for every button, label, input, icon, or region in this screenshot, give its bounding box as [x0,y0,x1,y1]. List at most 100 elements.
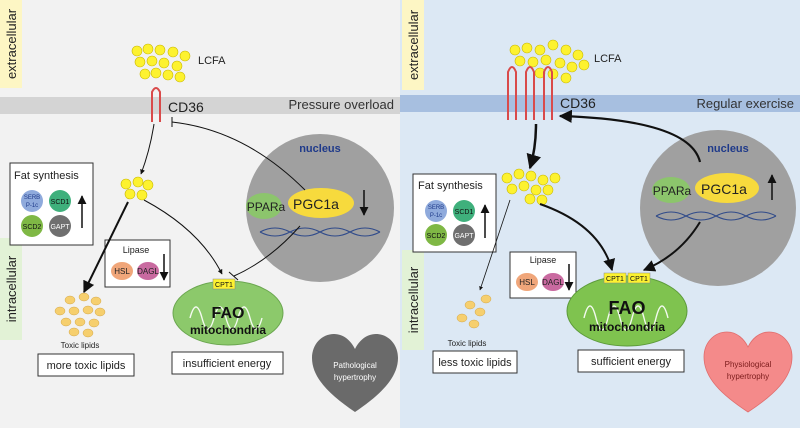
right-condition-label: Regular exercise [696,96,794,111]
left-scd1-circle [49,190,71,212]
left-toxic-lipids-cluster [54,292,106,338]
right-panel: extracellular intracellular LCFA CD36 Re… [400,0,800,428]
right-fao-label: FAO [608,298,645,318]
right-dagl-shape [542,273,564,291]
left-panel: extracellular intracellular LCFA CD36 Pr… [0,0,400,428]
left-nucleus-inhibits-cpt1 [233,225,301,277]
left-energy-box [171,351,284,375]
left-hsl-label: HSL [114,267,130,276]
left-scd1-label: SCD1 [51,199,70,206]
left-pgc1a-inhibits-cd36 [171,121,306,191]
left-dagl-label: DAGL [137,267,159,276]
right-scd1-circle [453,200,475,222]
left-intracellular-label-box [0,238,22,340]
left-serb-label-1: SERB [24,195,40,201]
left-more-toxic-label: more toxic lipids [47,360,126,372]
left-serb-circle [21,190,43,212]
right-extracellular-label-box [402,0,424,90]
left-lcfa-label: LCFA [198,55,226,67]
right-cpt1-box-a [603,272,627,284]
left-fat-synthesis-label: Fat synthesis [14,170,79,182]
right-nucleus-label: nucleus [707,143,749,155]
left-cpt1-inhibition-bar [228,271,239,281]
left-mito-cristae-icon [189,306,263,330]
right-lipase-label: Lipase [530,255,557,265]
right-energy-box [577,349,685,373]
left-intracellular-label: intracellular [4,255,19,322]
right-dna-icon [655,211,777,221]
right-serb-label-2: P-1c [430,213,442,219]
right-gapt-label: GAPT [454,233,474,240]
left-fao-label: FAO [212,305,245,322]
left-cpt1-box [212,278,236,290]
left-scd2-circle [21,215,43,237]
right-cd36-to-lipids-arrow [526,123,542,170]
left-cd36-icon [151,87,161,122]
left-ppara-label: PPARa [247,200,286,214]
left-membrane [0,97,400,114]
left-lipase-label: Lipase [123,245,150,255]
left-cd36-to-lipids-arrow [140,123,155,175]
right-scd2-circle [425,224,447,246]
right-cd36-icon [507,66,553,120]
right-mito-cristae-icon [583,305,669,331]
right-gapt-circle [453,224,475,246]
right-nucleus-to-cpt1-arrow [642,221,701,272]
left-toxic-lipids-label: Toxic lipids [61,341,100,350]
left-ppara-shape [246,193,282,219]
left-nucleus-label: nucleus [299,143,341,155]
right-heart-icon [703,331,793,413]
right-intracellular-label-box [402,250,424,350]
right-pgc1a-shape [695,173,759,203]
left-serb-label-2: P-1c [26,203,38,209]
left-extracellular-label: extracellular [4,8,19,79]
right-mito-label: mitochondria [589,320,665,334]
right-ppara-label: PPARa [653,184,692,198]
right-fat-synthesis-label: Fat synthesis [418,180,483,192]
left-heart-icon [312,334,398,412]
right-toxic-lipids-cluster [456,294,492,329]
left-cd36-label: CD36 [168,99,204,115]
right-energy-label: sufficient energy [591,356,671,368]
right-scd2-label: SCD2 [427,233,446,240]
left-lcfa-cluster [131,43,191,83]
left-pgc1a-label: PGC1a [293,196,339,212]
left-gapt-circle [49,215,71,237]
right-pgc1a-label: PGC1a [701,181,747,197]
left-lipid-cluster [120,176,154,201]
left-lipids-to-toxic-arrow [83,201,129,294]
left-pgc1a-shape [288,188,354,218]
right-pgc1a-activates-cd36 [558,109,702,163]
right-heart-label-2: hypertrophy [727,372,769,381]
right-toxic-lipids-label: Toxic lipids [448,339,487,348]
left-heart-label-1: Pathological [333,361,377,370]
right-hsl-shape [516,273,538,291]
right-mitochondrion [566,275,688,347]
right-lcfa-cluster [509,39,590,84]
left-cpt1-label: CPT1 [215,282,233,289]
left-more-toxic-box [37,353,135,377]
left-extracellular-label-box [0,0,22,88]
right-hsl-label: HSL [519,278,535,287]
left-lipids-to-cpt1-arrow [143,199,223,275]
right-membrane [400,95,800,112]
right-ppara-shape [652,177,690,203]
right-lcfa-label: LCFA [594,53,622,65]
right-serb-circle [425,200,447,222]
right-intracellular-label: intracellular [406,266,421,333]
right-lipids-to-toxic-arrow [479,199,511,291]
left-dna-icon [259,227,381,237]
right-cpt1-box-b [627,272,651,284]
left-energy-label: insufficient energy [183,358,272,370]
left-mito-label: mitochondria [190,323,266,337]
right-less-toxic-box [432,350,518,374]
left-condition-label: Pressure overload [289,97,395,112]
right-dagl-label: DAGL [542,278,564,287]
right-cd36-label: CD36 [560,95,596,111]
right-scd1-label: SCD1 [455,209,474,216]
right-cpt1-label-b: CPT1 [630,276,648,283]
left-scd2-label: SCD2 [23,224,42,231]
right-serb-label-1: SERB [428,205,444,211]
left-lipase-box [104,239,171,288]
